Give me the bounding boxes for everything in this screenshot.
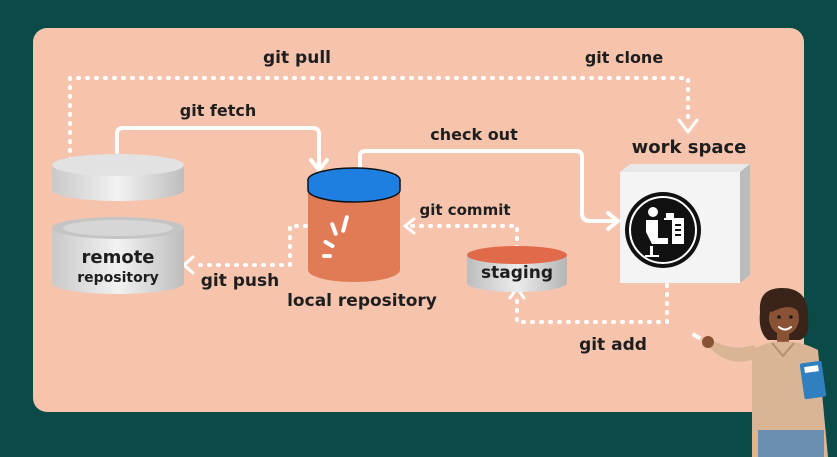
git-commit-arrow — [408, 224, 519, 250]
remote-label-line2: repository — [77, 270, 159, 286]
git-fetch-arrowhead — [309, 158, 329, 172]
git-clone-label: git clone — [585, 48, 664, 67]
git-commit-label: git commit — [419, 201, 510, 219]
git-pull-arrow — [68, 76, 690, 162]
git-pull-arrowhead — [677, 118, 699, 134]
local-repository-label: local repository — [287, 291, 437, 311]
git-add-label: git add — [579, 335, 647, 355]
work-space-label: work space — [632, 137, 747, 158]
git-fetch-arrow — [115, 126, 321, 167]
git-fetch-label: git fetch — [180, 101, 257, 120]
git-add-arrow — [515, 283, 669, 324]
check-out-label: check out — [430, 125, 518, 144]
sparkle-icon — [322, 215, 349, 258]
remote-label-line1: remote — [81, 247, 154, 268]
git-commit-arrowhead — [403, 217, 416, 235]
check-out-arrowhead — [606, 211, 620, 231]
presenter-illustration — [691, 288, 828, 457]
diagram-board — [33, 28, 804, 412]
git-push-arrow — [190, 224, 308, 267]
local-repository-node: local repository — [287, 167, 437, 311]
git-push-label: git push — [201, 271, 280, 291]
staging-label: staging — [481, 263, 553, 283]
desk-worker-icon — [625, 192, 701, 268]
staging-node: staging — [467, 246, 567, 292]
remote-repository-node: remote repository — [52, 154, 184, 294]
check-out-arrow — [358, 149, 614, 223]
git-pull-label: git pull — [263, 48, 331, 68]
work-space-node: work space — [620, 137, 750, 283]
